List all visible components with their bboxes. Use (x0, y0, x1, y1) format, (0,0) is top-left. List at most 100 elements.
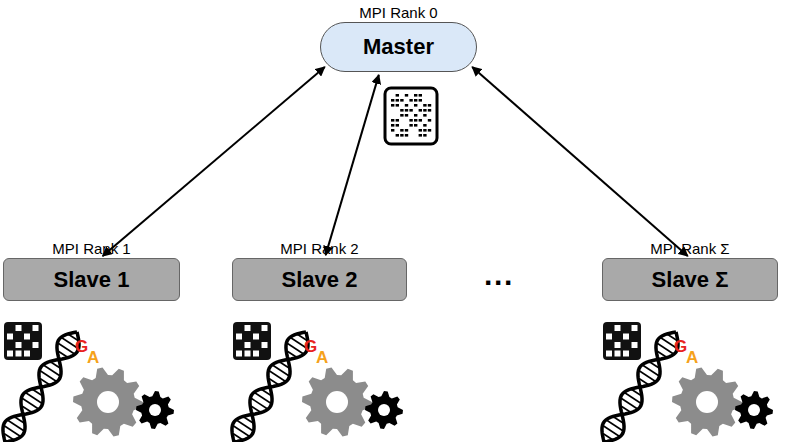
dna-strand (3, 332, 79, 442)
matrix-cell (391, 119, 394, 122)
node-title: Slave 2 (282, 267, 358, 293)
ellipsis-mark: ··· (484, 268, 514, 298)
gear-hole (97, 391, 119, 413)
matrix-cell (396, 104, 399, 107)
matrix-cell (396, 99, 399, 102)
matrix-cell (245, 325, 251, 331)
matrix-cell (606, 351, 612, 357)
matrix-cell (428, 109, 431, 112)
matrix-cell (262, 325, 268, 331)
matrix-cell (245, 351, 251, 357)
matrix-cell (391, 99, 394, 102)
matrix-cell (405, 104, 408, 107)
master-box: MPI Rank 0Master (320, 22, 477, 72)
matrix-cell (423, 104, 426, 107)
ga-letter: G (75, 338, 88, 355)
matrix-cell (423, 109, 426, 112)
matrix-cell (428, 104, 431, 107)
matrix-cell (253, 351, 259, 357)
matrix-cell (414, 99, 417, 102)
matrix-cell (414, 114, 417, 117)
matrix-cell (414, 94, 417, 97)
node-title: Slave 1 (54, 267, 130, 293)
matrix-cell (632, 325, 638, 331)
matrix-cell (423, 129, 426, 132)
matrix-cell (24, 334, 30, 340)
matrix-cell (400, 99, 403, 102)
rank-label: MPI Rank Σ (650, 240, 729, 257)
matrix-cell (236, 334, 242, 340)
ga-letter: G (304, 338, 317, 355)
matrix-cell (419, 134, 422, 137)
matrix-cell (24, 351, 30, 357)
matrix-cell (405, 94, 408, 97)
ga-letter: G (674, 338, 687, 355)
gear-hole (149, 404, 161, 416)
matrix-cell (396, 124, 399, 127)
matrix-tile (233, 322, 271, 360)
matrix-cell (33, 325, 39, 331)
matrix-cell (615, 325, 621, 331)
matrix-cell (7, 351, 13, 357)
matrix-cell (400, 109, 403, 112)
rank-label: MPI Rank 2 (280, 240, 358, 257)
gear-hole (378, 404, 390, 416)
matrix-cell (245, 342, 251, 348)
node-title: Slave Σ (652, 267, 729, 293)
matrix-cell (391, 124, 394, 127)
matrix-cell (409, 124, 412, 127)
matrix-cell (400, 134, 403, 137)
matrix-cell (262, 342, 268, 348)
matrix-cell (615, 342, 621, 348)
matrix-tile (4, 322, 42, 360)
big-gear (672, 367, 742, 436)
gear-hole (696, 391, 718, 413)
matrix-cell (632, 342, 638, 348)
matrix-cell (391, 129, 394, 132)
connector-arrow (472, 67, 688, 256)
matrix-cell (409, 109, 412, 112)
matrix-cell (396, 134, 399, 137)
rank-label: MPI Rank 1 (52, 240, 130, 257)
matrix-cell (419, 109, 422, 112)
matrix-cell (405, 129, 408, 132)
ga-letter: A (686, 349, 698, 366)
matrix-cell (33, 342, 39, 348)
matrix-cell (606, 334, 612, 340)
matrix-cell (409, 119, 412, 122)
matrix-cell (236, 351, 242, 357)
matrix-tile (603, 322, 641, 360)
matrix-cell (419, 94, 422, 97)
matrix-cell (253, 334, 259, 340)
matrix-cell (428, 129, 431, 132)
small-gear (735, 391, 773, 429)
matrix-cell (396, 94, 399, 97)
matrix-cell (16, 342, 22, 348)
matrix-cell (400, 129, 403, 132)
matrix-cell (414, 124, 417, 127)
slave-box: MPI Rank 1Slave 1 (3, 258, 180, 301)
gear-hole (748, 404, 760, 416)
matrix-cell (615, 351, 621, 357)
connector-arrow (326, 75, 379, 255)
big-gear (302, 367, 372, 436)
small-gear (365, 391, 403, 429)
dna-strand (232, 332, 308, 442)
matrix-icon (385, 88, 437, 144)
matrix-cell (405, 114, 408, 117)
matrix-cell (423, 134, 426, 137)
slave-illustration (3, 322, 174, 442)
slave-box: MPI Rank 2Slave 2 (232, 258, 407, 301)
ga-letter: A (316, 349, 328, 366)
matrix-cell (391, 104, 394, 107)
matrix-cell (400, 114, 403, 117)
small-gear (136, 391, 174, 429)
node-title: Master (363, 34, 434, 60)
slave-illustration (232, 322, 403, 442)
matrix-frame (385, 88, 437, 144)
slave-box: MPI Rank ΣSlave Σ (602, 258, 778, 301)
big-gear (73, 367, 143, 436)
gear-hole (326, 391, 348, 413)
matrix-cell (409, 99, 412, 102)
